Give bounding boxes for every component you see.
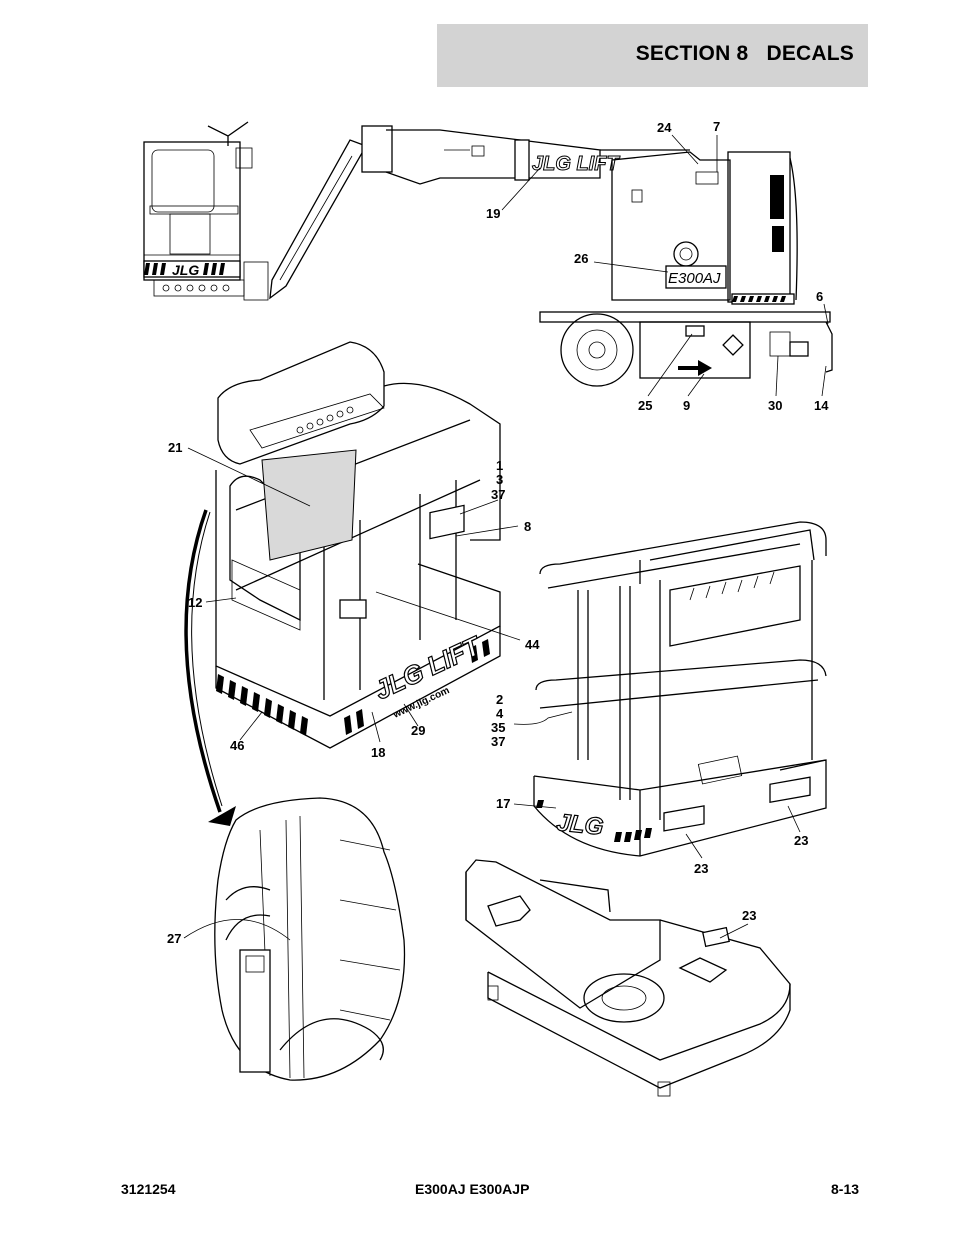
callout-1: 1: [496, 458, 503, 473]
callout-23-a: 23: [694, 861, 708, 876]
callout-44: 44: [525, 637, 540, 652]
callout-2: 2: [496, 692, 503, 707]
turret-base-view: [465, 859, 791, 1097]
detail-arrow: [184, 509, 236, 826]
callout-25: 25: [638, 398, 652, 413]
callout-4: 4: [496, 706, 504, 721]
callout-24: 24: [657, 120, 672, 135]
callout-30: 30: [768, 398, 782, 413]
boom-logo: JLG LIFT: [532, 153, 620, 175]
section-header-band: SECTION 8 DECALS: [437, 24, 868, 87]
side-jib-arm: JLG LIFT: [269, 125, 690, 300]
callout-3: 3: [496, 472, 503, 487]
callout-26: 26: [574, 251, 588, 266]
callout-29: 29: [411, 723, 425, 738]
callout-14: 14: [814, 398, 829, 413]
side-platform-logo: JLG: [172, 262, 199, 278]
callout-9: 9: [683, 398, 690, 413]
side-platform: JLG: [143, 121, 269, 301]
callout-19: 19: [486, 206, 500, 221]
platform-front-view: JLG LIFT www.jlg.com: [215, 341, 501, 749]
rear-platform-logo: JLG: [555, 809, 604, 841]
callout-37-bottom: 37: [491, 734, 505, 749]
footer-model: E300AJ E300AJP: [415, 1181, 530, 1197]
callout-6: 6: [816, 289, 823, 304]
model-decal-text: E300AJ: [668, 270, 721, 287]
detail-view: [214, 797, 406, 1081]
callout-46: 46: [230, 738, 244, 753]
platform-rear-view: JLG: [533, 521, 827, 857]
footer-doc-number: 3121254: [121, 1181, 176, 1197]
callout-23-b: 23: [794, 833, 808, 848]
callout-7: 7: [713, 119, 720, 134]
callout-17: 17: [496, 796, 510, 811]
callout-8: 8: [524, 519, 531, 534]
callout-35: 35: [491, 720, 505, 735]
callout-leaders: [183, 134, 829, 941]
callout-numbers: 24 7 19 26 6 25 9 30 14 21 1 3 37 8 12 4…: [167, 119, 829, 946]
callout-27: 27: [167, 931, 181, 946]
callout-21: 21: [168, 440, 182, 455]
machine-side-view: JLG JLG LIFT: [143, 121, 833, 387]
footer-page-number: 8-13: [831, 1181, 860, 1197]
callout-12: 12: [188, 595, 202, 610]
callout-23-c: 23: [742, 908, 756, 923]
side-turret: E300AJ: [611, 151, 798, 305]
section-title: SECTION 8 DECALS: [635, 42, 854, 65]
side-chassis: [539, 311, 833, 387]
callout-37-top: 37: [491, 487, 505, 502]
callout-18: 18: [371, 745, 385, 760]
